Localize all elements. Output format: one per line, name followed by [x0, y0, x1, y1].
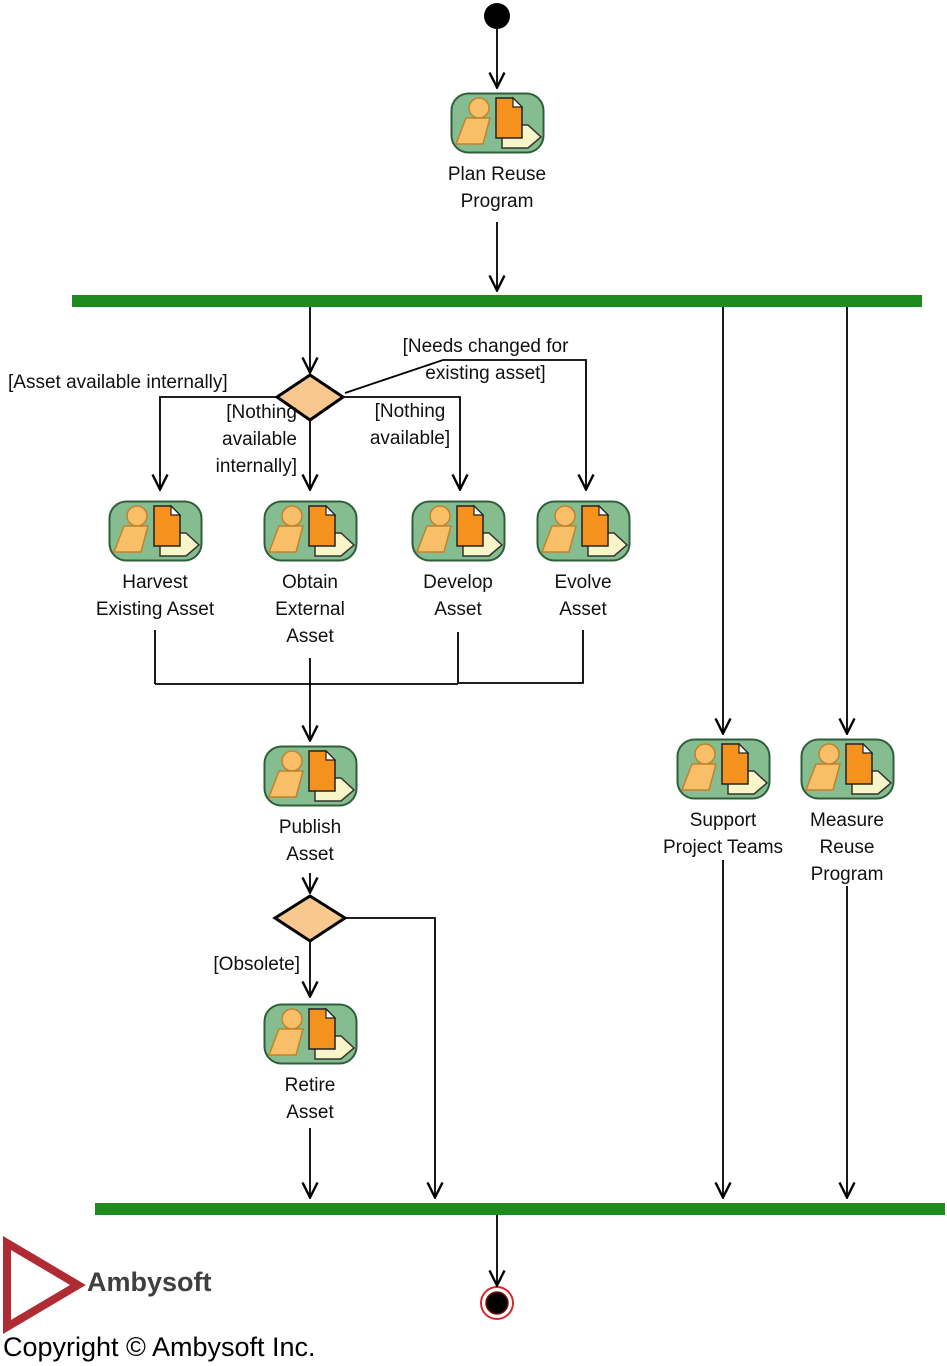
activity-label: Plan Reuse Program — [447, 164, 547, 212]
activity-label: Publish Asset — [278, 817, 342, 865]
fork-bar — [72, 295, 922, 307]
activity-label: Support Project Teams — [662, 810, 784, 858]
edge-decision-to-join — [345, 917, 435, 1196]
activity-obtain-external-asset: Obtain External Asset — [210, 500, 410, 650]
ambysoft-logo-triangle-icon — [3, 1235, 86, 1335]
activity-label: Measure Reuse Program — [810, 810, 884, 885]
edge-evolve-merge — [459, 630, 584, 684]
copyright-text: Copyright © Ambysoft Inc. — [3, 1332, 316, 1362]
initial-node — [484, 3, 510, 29]
asset-activity-icon — [800, 738, 895, 800]
activity-evolve-asset: Evolve Asset — [483, 500, 683, 623]
activity-support-project-teams: Support Project Teams — [623, 738, 823, 861]
activity-develop-asset: Develop Asset — [358, 500, 558, 623]
asset-activity-icon — [263, 745, 358, 807]
asset-activity-icon — [536, 500, 631, 562]
edge-decision-to-develop — [344, 396, 460, 488]
activity-measure-reuse-program: Measure Reuse Program — [747, 738, 947, 888]
edge-decision-to-harvest — [160, 396, 278, 488]
activity-plan-reuse-program: Plan Reuse Program — [397, 92, 597, 215]
activity-retire-asset: Retire Asset — [210, 1003, 410, 1126]
activity-label: Retire Asset — [284, 1075, 336, 1123]
asset-activity-icon — [263, 1003, 358, 1065]
activity-harvest-existing-asset: Harvest Existing Asset — [55, 500, 255, 623]
edge-decision-to-evolve — [344, 359, 586, 488]
guard-nothing-available: [Nothing available] — [369, 401, 451, 449]
decision-obsolete — [272, 894, 348, 943]
final-node — [485, 1291, 509, 1315]
guard-obsolete: [Obsolete] — [213, 954, 300, 975]
guard-nothing-available-internally: [Nothing available internally] — [215, 402, 297, 477]
activity-label: Evolve Asset — [554, 572, 612, 620]
asset-activity-icon — [450, 92, 545, 154]
final-node-ring — [480, 1286, 514, 1320]
activity-label: Obtain External Asset — [275, 572, 345, 647]
asset-activity-icon — [263, 500, 358, 562]
activity-label: Harvest Existing Asset — [95, 572, 215, 620]
guard-needs-changed: [Needs changed for existing asset] — [402, 336, 569, 384]
asset-activity-icon — [108, 500, 203, 562]
guard-asset-available-internally: [Asset available internally] — [8, 372, 228, 393]
activity-label: Develop Asset — [423, 572, 493, 620]
join-bar — [95, 1203, 945, 1215]
ambysoft-logo-text: Ambysoft — [87, 1267, 212, 1297]
activity-publish-asset: Publish Asset — [210, 745, 410, 868]
